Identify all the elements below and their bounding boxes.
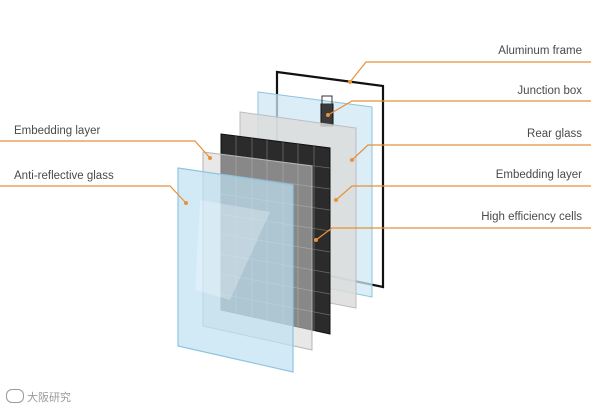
label-embedding-layer-right: Embedding layer [495,169,582,181]
leader-rear-glass [351,144,591,161]
junction-box-cable [321,95,333,105]
leader-lines [0,61,591,241]
leader-dots [184,80,354,242]
leader-junction-box [327,100,591,116]
leader-aluminum-frame [349,61,591,83]
watermark: 大阪研究 [6,389,71,405]
label-junction-box: Junction box [517,85,582,97]
leader-embedding-layer-right [335,185,591,201]
label-aluminum-frame: Aluminum frame [498,45,582,57]
label-rear-glass: Rear glass [527,128,582,140]
label-embedding-layer-left: Embedding layer [14,125,101,137]
anti-reflective-glass-layer [177,167,294,373]
glass-highlight [195,200,270,300]
leader-anti-reflective-glass [0,185,187,204]
watermark-logo-icon [6,389,24,403]
label-anti-reflective-glass: Anti-reflective glass [14,170,114,182]
watermark-text: 大阪研究 [27,391,71,404]
leader-embedding-layer-left [0,140,211,159]
leader-high-efficiency-cells [315,227,591,241]
label-high-efficiency-cells: High efficiency cells [481,211,582,223]
